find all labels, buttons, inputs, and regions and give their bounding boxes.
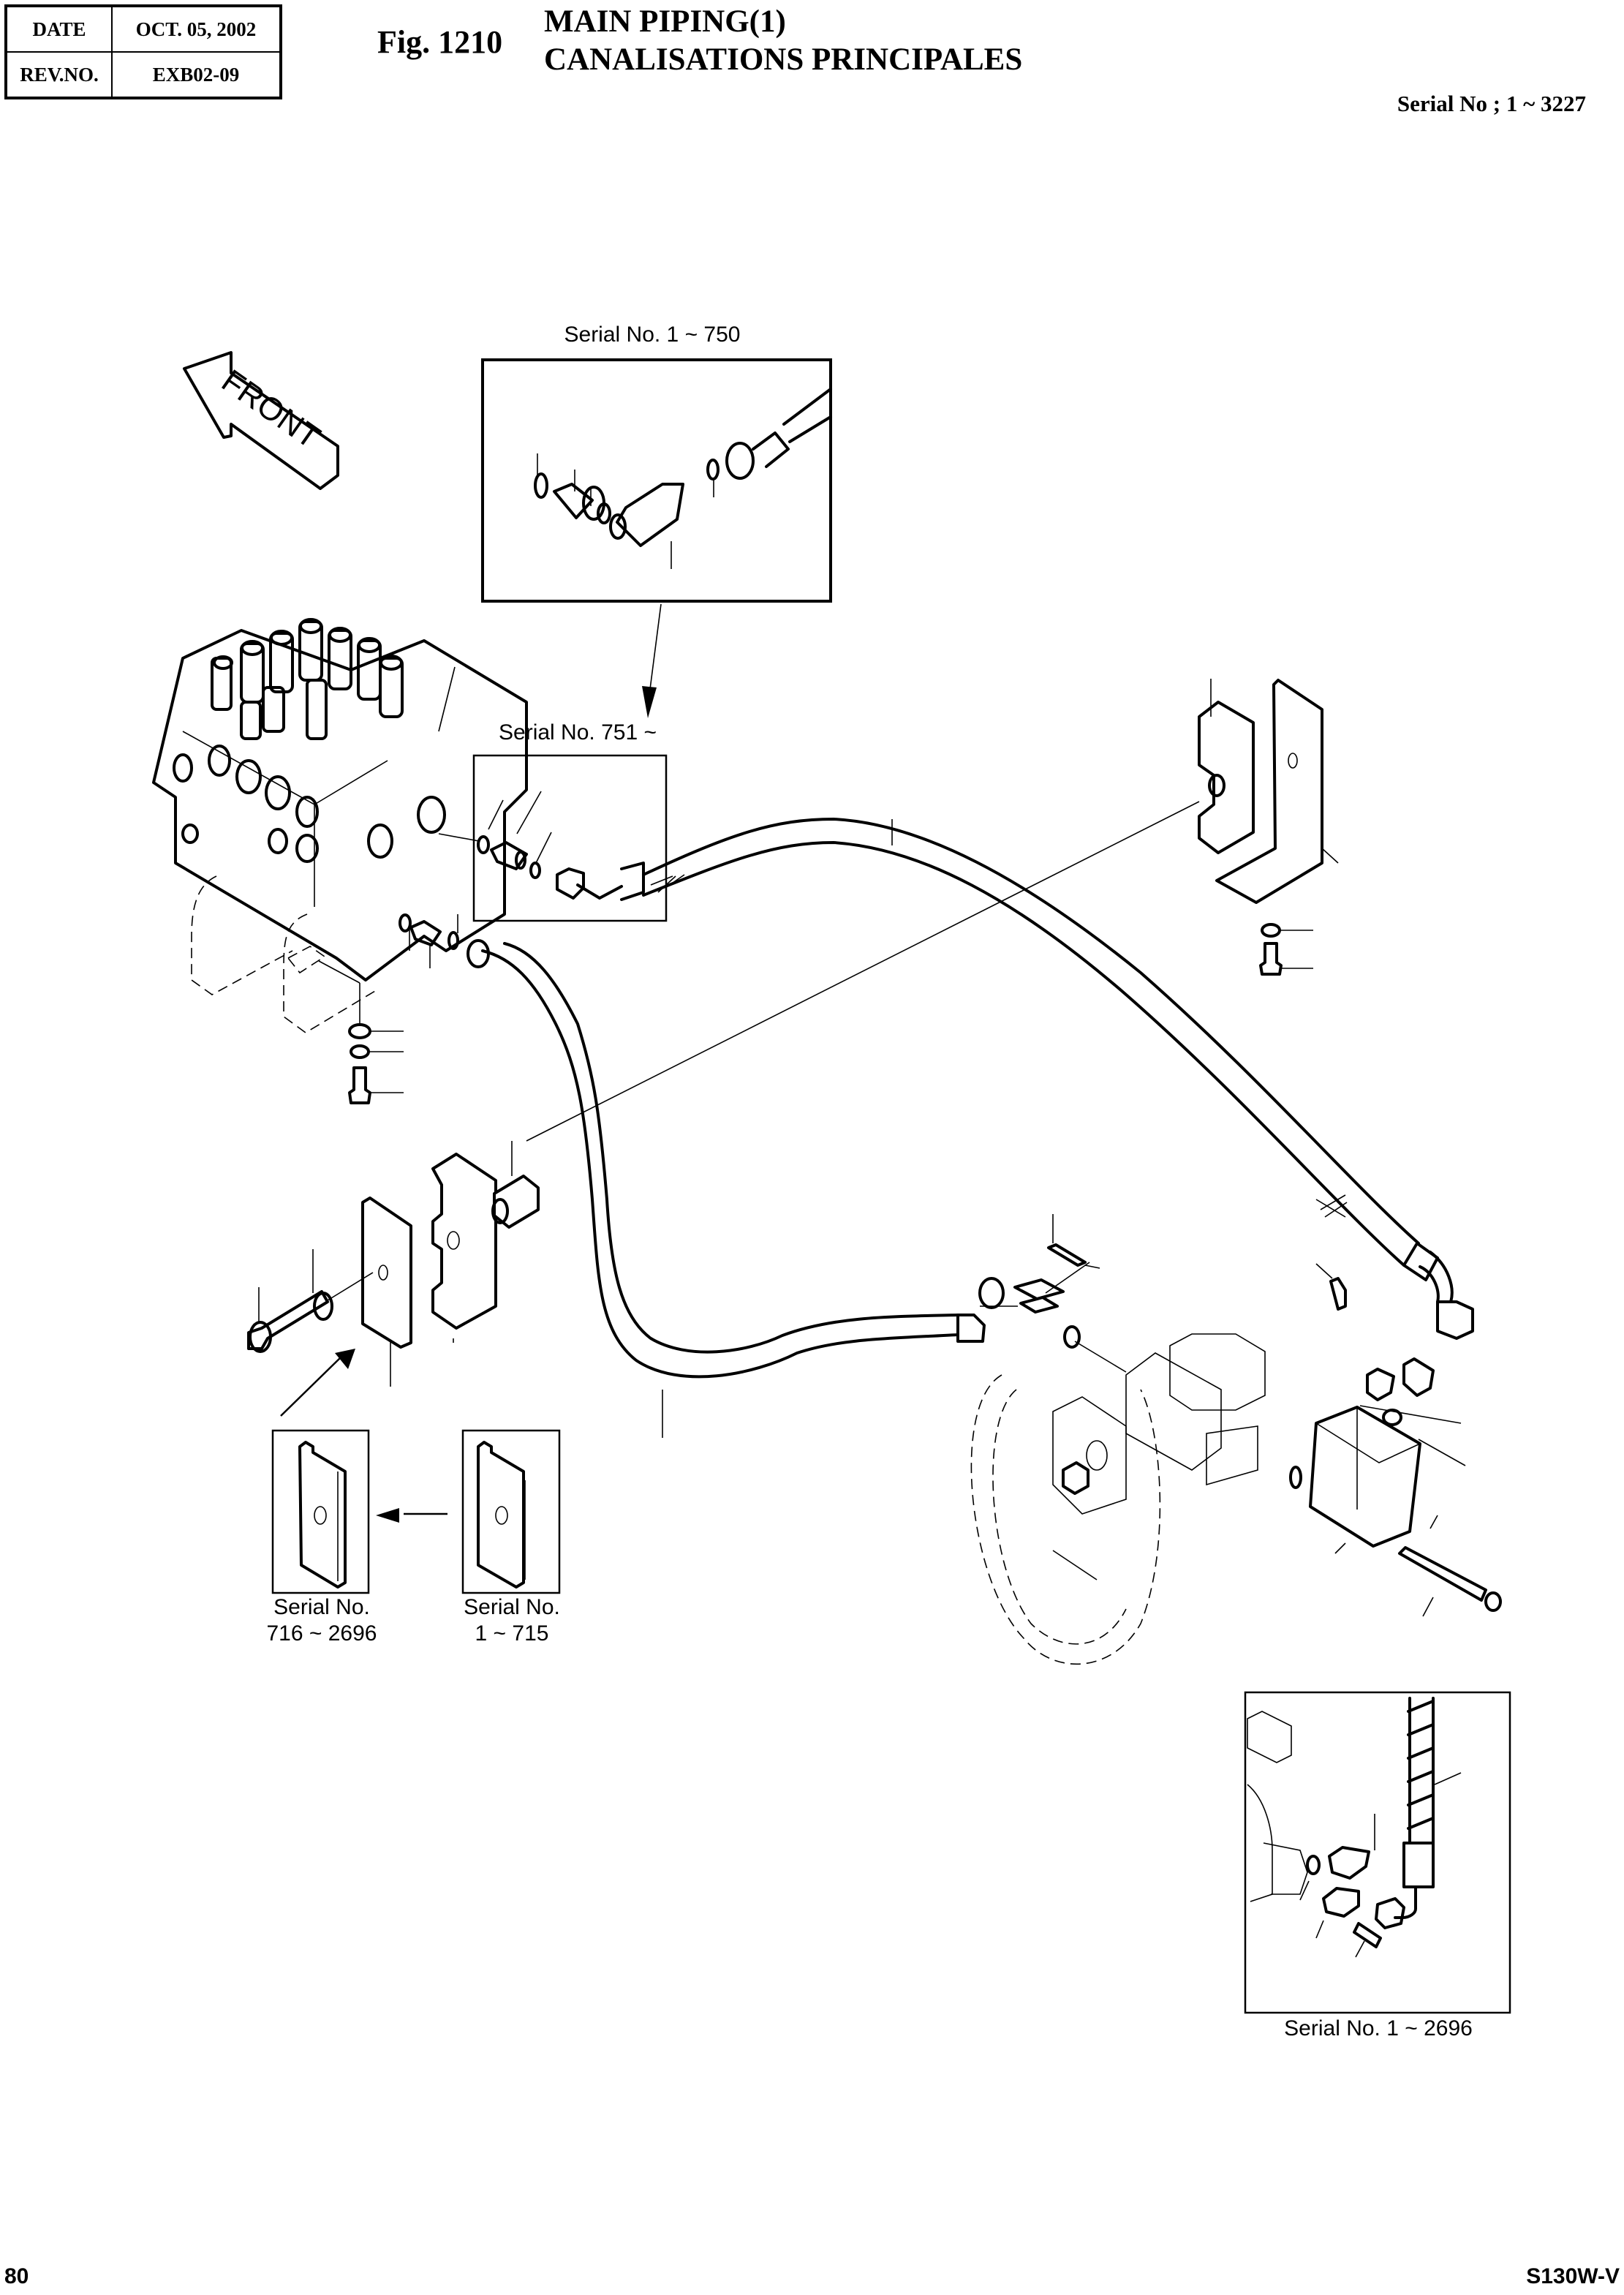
caption-clamp-new-line2: 716 ~ 2696 [266, 1621, 377, 1646]
caption-clamp-old: Serial No. 1 ~ 715 [439, 1594, 585, 1647]
detail-box-serial-751 [438, 754, 668, 922]
revision-label: REV.NO. [5, 51, 113, 99]
caption-serial-1-750: Serial No. 1 ~ 750 [564, 323, 741, 347]
revision-table: DATE OCT. 05, 2002 REV.NO. EXB02-09 [4, 4, 282, 99]
detail-box-serial-1-750 [481, 358, 832, 603]
revision-value: EXB02-09 [111, 51, 282, 99]
caption-serial-1-2696: Serial No. 1 ~ 2696 [1284, 2016, 1473, 2040]
upper-hose [642, 818, 1474, 1340]
clamp-variant-old [461, 1429, 561, 1594]
figure-number: Fig. 1210 [377, 24, 503, 60]
model-name: S130W-V [1526, 2264, 1620, 2288]
lower-hose [467, 939, 1005, 1438]
clamp-variant-arrow [376, 1508, 447, 1523]
caption-clamp-new-line1: Serial No. [273, 1595, 370, 1619]
hose-clamp-set [247, 1141, 540, 1417]
caption-clamp-old-line1: Serial No. [464, 1595, 560, 1619]
control-valve [152, 618, 528, 981]
date-value: OCT. 05, 2002 [111, 5, 282, 53]
detail-box-serial-1-2696 [1244, 1691, 1511, 2014]
clamp-variant-new [271, 1429, 370, 1594]
valve-support-brackets [191, 875, 459, 1104]
figure-title-english: MAIN PIPING(1) [544, 4, 786, 39]
date-row: DATE OCT. 05, 2002 [5, 5, 282, 53]
front-direction-arrow: FRONT [183, 351, 339, 490]
revision-row: REV.NO. EXB02-09 [5, 51, 282, 99]
page-number: 80 [4, 2264, 29, 2288]
detail-pointer-arrow [642, 603, 662, 718]
caption-clamp-new: Serial No. 716 ~ 2696 [249, 1594, 395, 1647]
right-clamp-bracket [526, 679, 1339, 1142]
caption-clamp-old-line2: 1 ~ 715 [475, 1621, 549, 1646]
hydraulic-pump [970, 1333, 1266, 1665]
serial-range: Serial No ; 1 ~ 3227 [1397, 91, 1586, 116]
pump-flange-clamps-right [1289, 1263, 1502, 1617]
caption-serial-751: Serial No. 751 ~ [499, 720, 657, 745]
figure-title-french: CANALISATIONS PRINCIPALES [544, 42, 1023, 77]
date-label: DATE [5, 5, 113, 53]
figure-title: MAIN PIPING(1) CANALISATIONS PRINCIPALES [544, 3, 1022, 79]
pump-flange-clamps-left [980, 1214, 1127, 1373]
